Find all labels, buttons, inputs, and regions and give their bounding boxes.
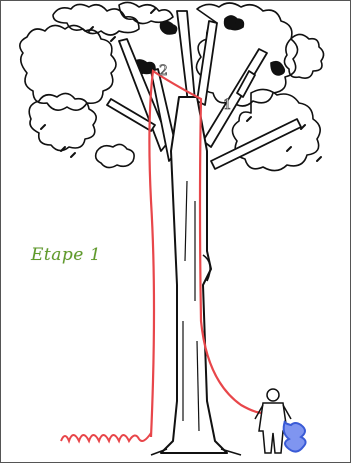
branch-label-1: 1 [223,97,232,113]
tree-trunk [151,97,241,455]
coiled-rope-pile [284,421,306,452]
step-caption: Etape 1 [31,245,101,265]
rope-coil-icon [61,433,151,441]
branch-label-2: 2 [159,63,168,79]
